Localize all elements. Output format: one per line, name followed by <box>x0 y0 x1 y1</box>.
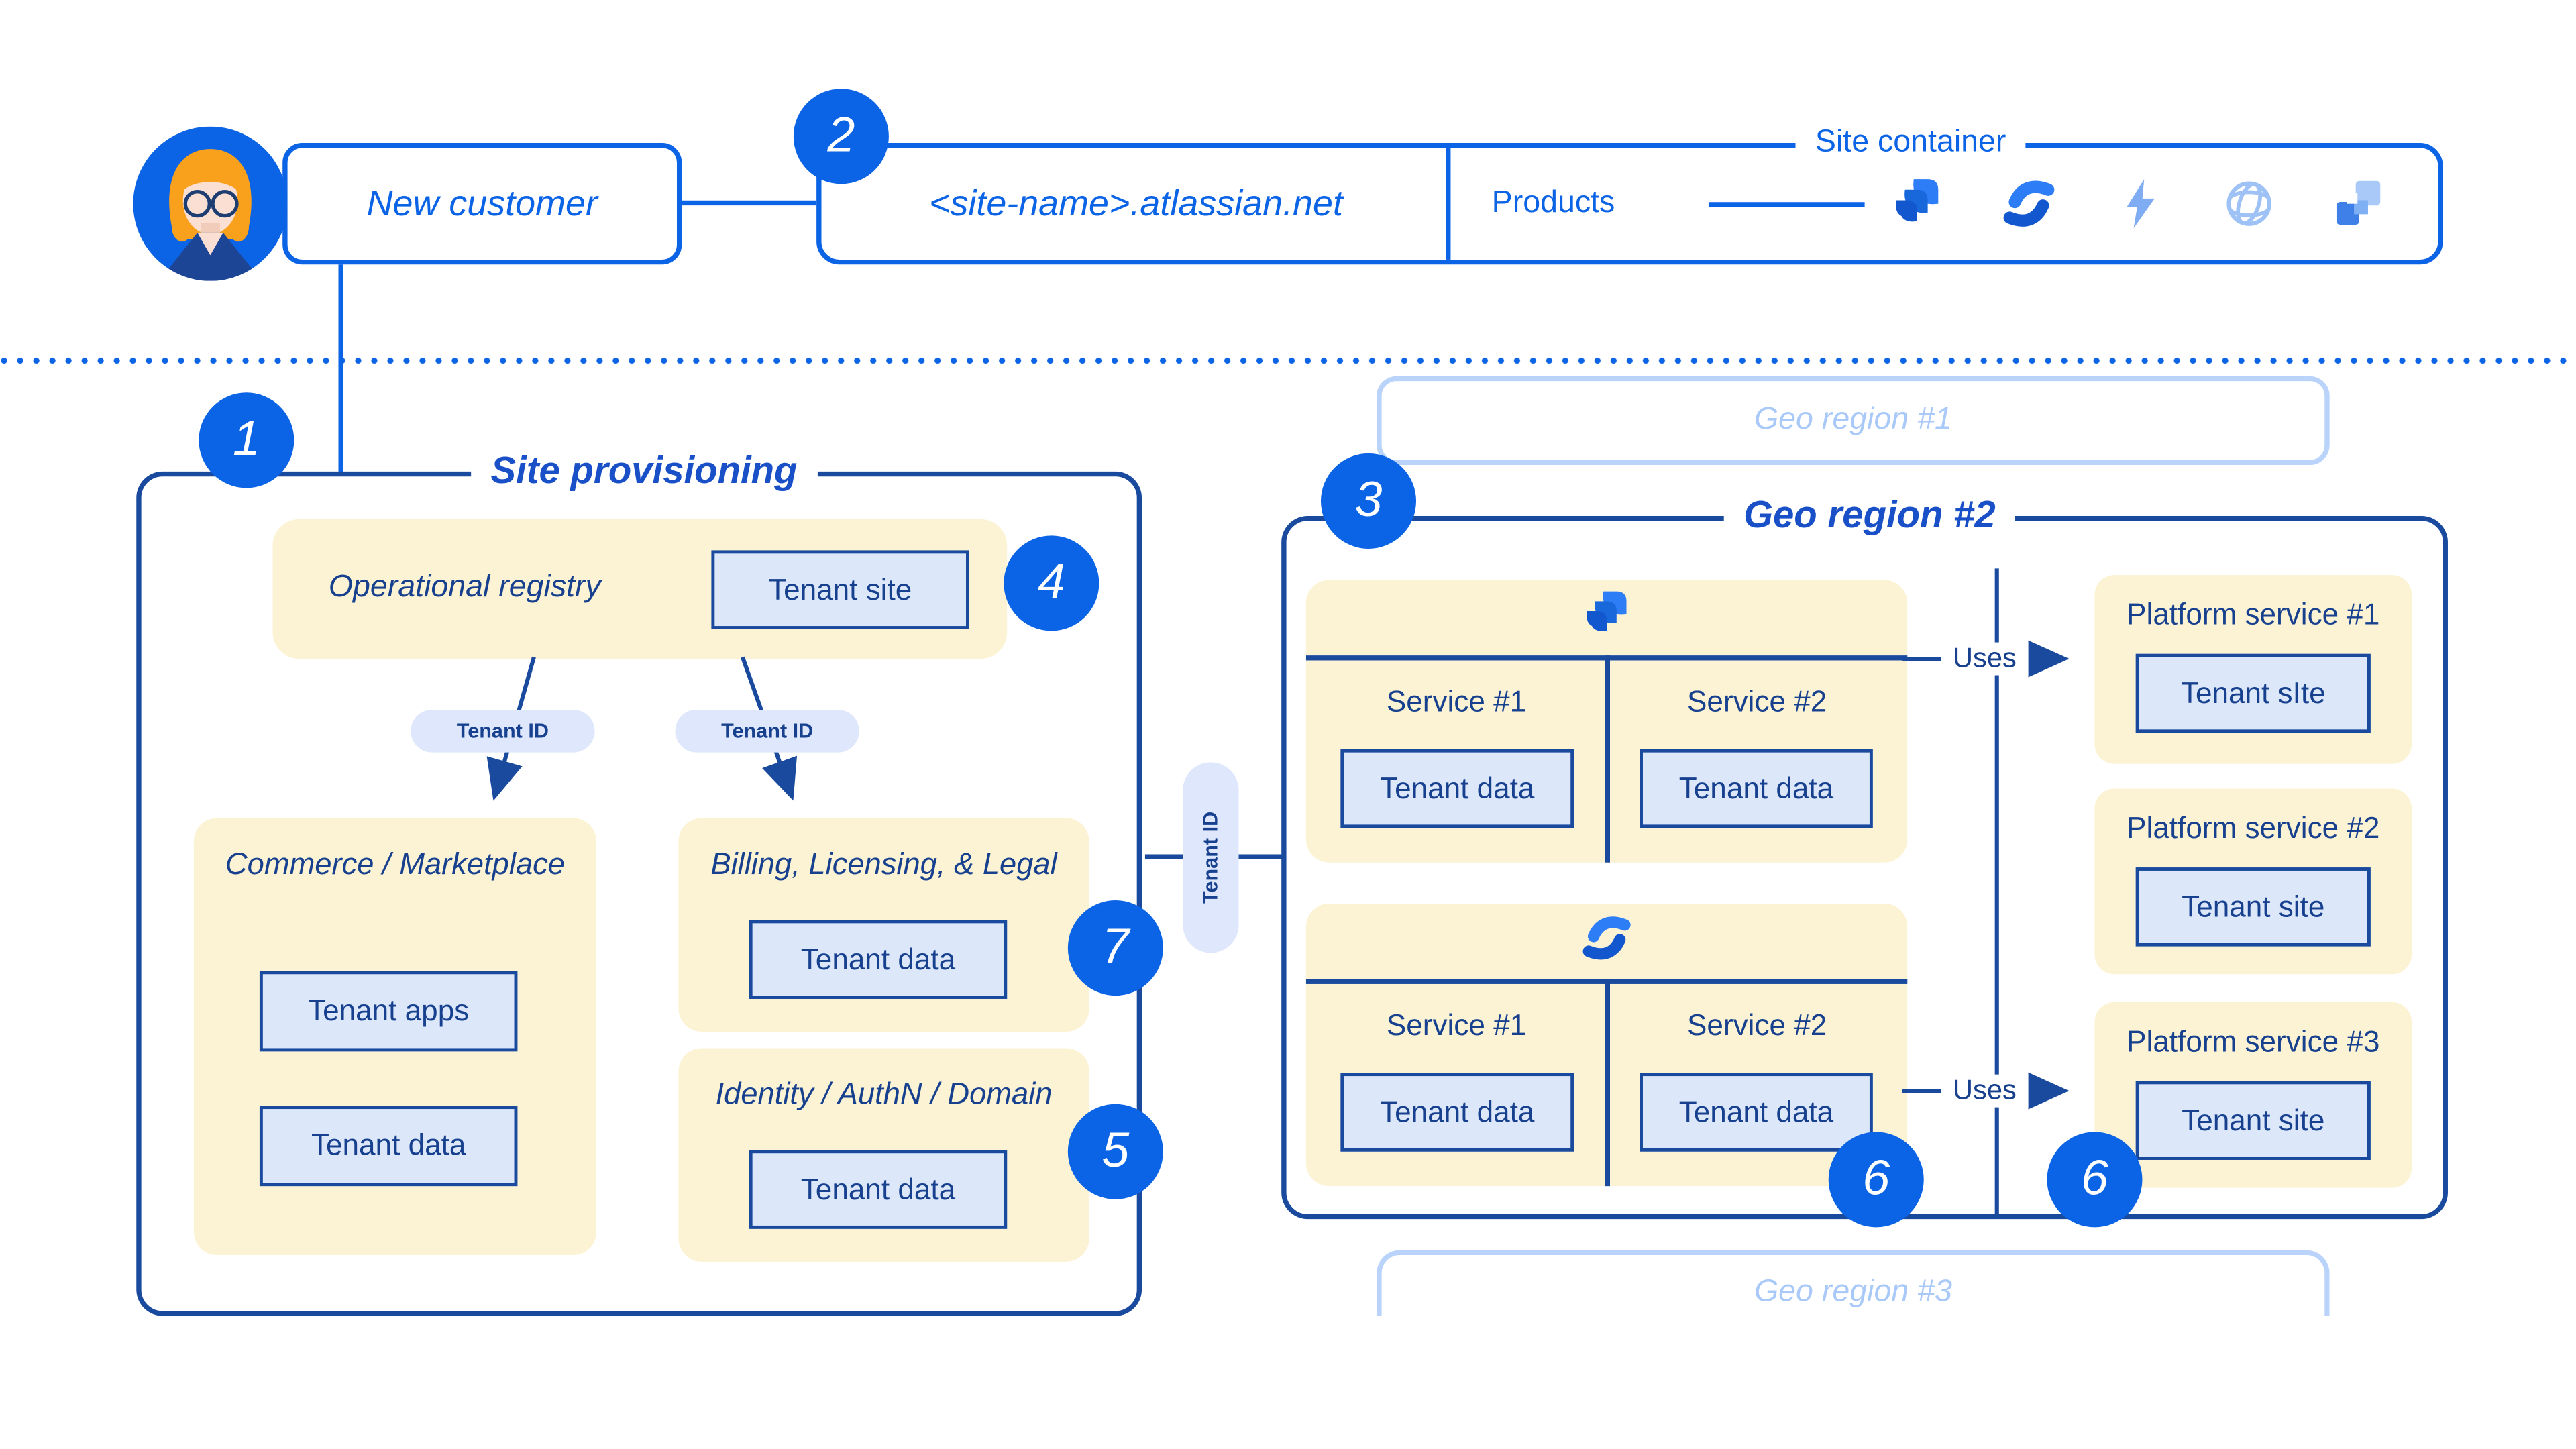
service-label: Service #1 <box>1386 1008 1527 1042</box>
uses-label: Uses <box>1941 1074 2028 1108</box>
geo-region-3-box: Geo region #3 <box>1377 1250 2330 1316</box>
billing-title: Billing, Licensing, & Legal <box>710 846 1057 881</box>
tenant-data-chip: Tenant data <box>1340 1073 1574 1152</box>
tenant-site-chip: Tenant site <box>2135 1081 2371 1160</box>
new-customer-box: New customer <box>282 143 682 265</box>
tenant-data-chip: Tenant data <box>1340 749 1574 828</box>
billing-licensing-legal-panel: Billing, Licensing, & Legal Tenant data <box>678 818 1089 1032</box>
products-line <box>1708 202 1865 207</box>
service-label: Service #2 <box>1687 685 1827 718</box>
tenant-data-chip: Tenant data <box>259 1106 518 1187</box>
site-container-box: Site container <site-name>.atlassian.net… <box>816 125 2443 265</box>
geo-region-1-box: Geo region #1 <box>1377 376 2330 466</box>
confluence-panel-column-divider <box>1605 979 1609 1187</box>
platform-service-3-panel: Platform service #3 Tenant site <box>2094 1002 2412 1188</box>
step-badge-6-left: 6 <box>1828 1132 1924 1228</box>
tenant-site-chip: Tenant sIte <box>2135 653 2371 733</box>
site-box-divider <box>1446 148 1451 260</box>
jira-panel-column-divider <box>1605 655 1609 863</box>
step-badge-1: 1 <box>199 392 294 488</box>
customer-to-provisioning-connector <box>338 264 343 474</box>
confluence-icon <box>2003 180 2055 227</box>
avatar-illustration <box>133 126 288 281</box>
jira-services-panel: Service #1 Service #2 Tenant data Tenant… <box>1305 580 1908 863</box>
tenant-id-vertical-label: Tenant ID <box>1199 811 1223 904</box>
step-badge-4: 4 <box>1004 535 1099 631</box>
lightning-icon <box>2127 179 2155 229</box>
tenant-apps-chip: Tenant apps <box>259 971 518 1052</box>
step-badge-3: 3 <box>1320 453 1417 549</box>
platform-service-title: Platform service #1 <box>2127 598 2380 631</box>
tenant-site-chip: Tenant site <box>711 550 969 629</box>
operational-registry-title: Operational registry <box>328 570 601 605</box>
site-url-label: <site-name>.atlassian.net <box>928 182 1343 224</box>
tenant-data-chip: Tenant data <box>749 1150 1008 1229</box>
customer-avatar <box>133 126 288 281</box>
grid-squares-icon <box>2336 180 2381 225</box>
geo-region-2-title: Geo region #2 <box>1723 492 2016 539</box>
tenant-data-chip: Tenant data <box>749 920 1008 999</box>
identity-authn-domain-panel: Identity / AuthN / Domain Tenant data <box>678 1048 1089 1262</box>
site-provisioning-region: Site provisioning Operational registry T… <box>136 448 1142 1316</box>
operational-registry-panel: Operational registry Tenant site <box>272 519 1008 659</box>
confluence-icon <box>1582 916 1631 960</box>
geo-region-1-title: Geo region #1 <box>1754 402 1952 437</box>
step-badge-7: 7 <box>1067 900 1163 996</box>
tenant-id-pill: Tenant ID <box>411 709 595 753</box>
products-label: Products <box>1491 185 1615 221</box>
commerce-marketplace-title: Commerce / Marketplace <box>225 846 566 881</box>
platform-service-title: Platform service #3 <box>2127 1025 2380 1059</box>
tenant-id-vertical-pill: Tenant ID <box>1183 762 1239 953</box>
service-label: Service #1 <box>1386 685 1527 718</box>
platform-service-title: Platform service #2 <box>2127 811 2380 845</box>
tenant-site-chip: Tenant site <box>2135 867 2371 947</box>
uses-label: Uses <box>1941 642 2028 676</box>
step-badge-6-right: 6 <box>2047 1132 2143 1228</box>
tenant-data-chip: Tenant data <box>1640 1073 1873 1152</box>
commerce-marketplace-panel: Commerce / Marketplace Tenant apps Tenan… <box>193 818 596 1256</box>
dotted-divider <box>0 356 2576 365</box>
jira-icon <box>1896 179 1939 222</box>
customer-to-site-connector <box>682 200 817 206</box>
platform-service-1-panel: Platform service #1 Tenant sIte <box>2094 575 2412 764</box>
step-badge-5: 5 <box>1067 1104 1163 1199</box>
geo-region-2: Geo region #2 Service #1 Service #2 Tena… <box>1281 492 2448 1220</box>
step-badge-2: 2 <box>793 89 889 184</box>
platform-service-2-panel: Platform service #2 Tenant site <box>2094 788 2412 975</box>
site-provisioning-title: Site provisioning <box>471 448 817 494</box>
globe-icon <box>2226 181 2271 226</box>
service-label: Service #2 <box>1687 1008 1827 1042</box>
confluence-services-panel: Service #1 Service #2 Tenant data Tenant… <box>1305 903 1908 1187</box>
tenant-id-pill: Tenant ID <box>675 709 859 753</box>
new-customer-label: New customer <box>366 182 598 224</box>
tenant-data-chip: Tenant data <box>1640 749 1873 828</box>
jira-icon <box>1587 591 1627 631</box>
site-container-legend: Site container <box>1795 125 2026 162</box>
identity-title: Identity / AuthN / Domain <box>715 1076 1053 1111</box>
geo-region-3-title: Geo region #3 <box>1754 1275 1952 1309</box>
